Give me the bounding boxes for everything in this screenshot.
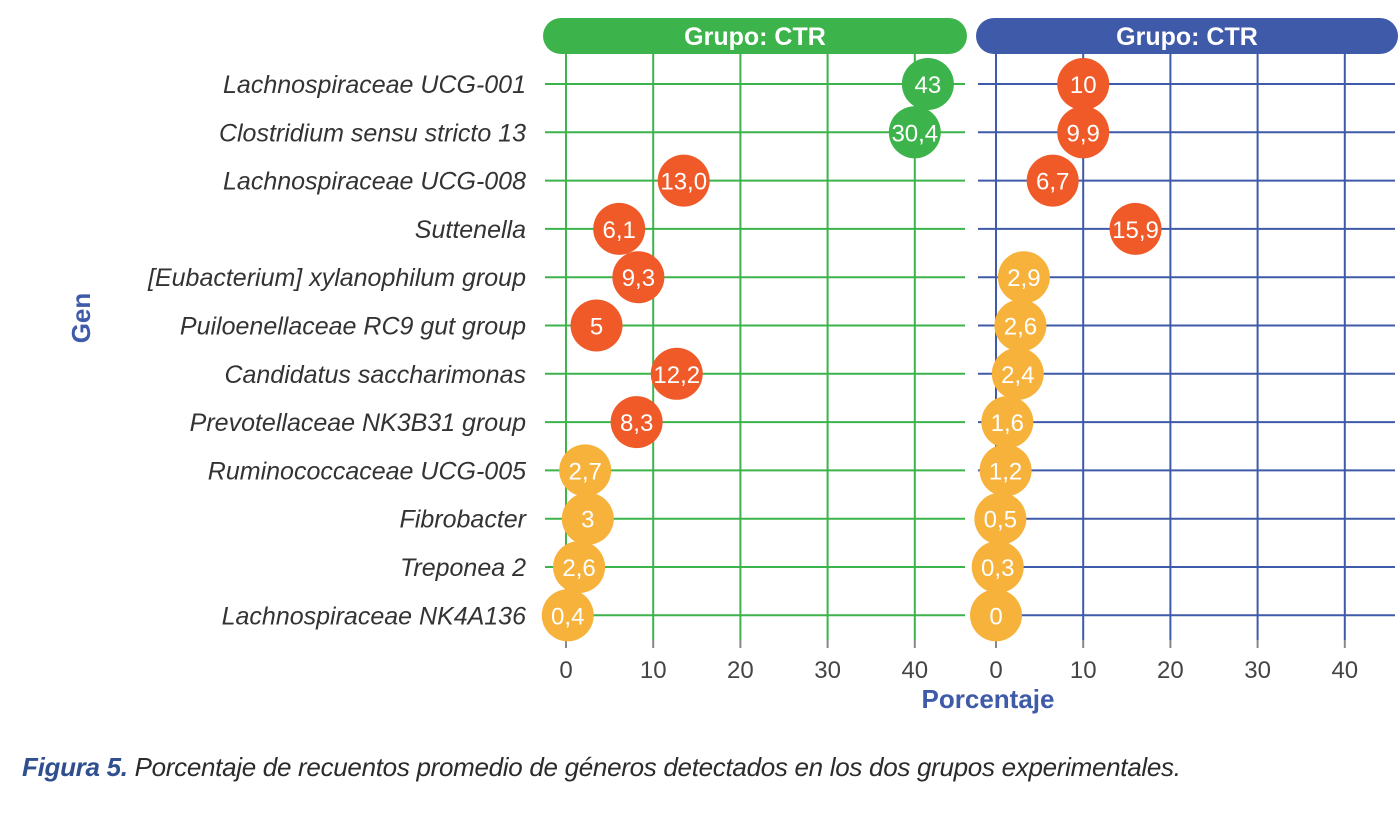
data-label: 0,4 [551, 603, 584, 630]
data-point [657, 154, 710, 207]
data-point [981, 396, 1034, 449]
data-point [997, 251, 1050, 304]
x-tick-label: 30 [1244, 657, 1271, 684]
data-label: 3 [581, 507, 594, 534]
data-label: 10 [1070, 72, 1097, 99]
category-label: [Eubacterium] xylanophilum group [147, 264, 526, 292]
x-tick-label: 0 [989, 657, 1002, 684]
dot-plot-chart: Gen Porcentaje Lachnospiraceae UCG-001Cl… [66, 18, 1398, 714]
data-point [570, 299, 623, 352]
data-label: 1,2 [989, 458, 1022, 485]
category-label: Lachnospiraceae UCG-001 [223, 71, 526, 99]
data-point [971, 541, 1024, 593]
category-label: Lachnospiraceae NK4A136 [222, 602, 526, 630]
category-label: Ruminococcaceae UCG-005 [208, 457, 526, 485]
y-axis-label: Gen [66, 293, 96, 344]
data-label: 1,6 [991, 410, 1024, 437]
x-tick-label: 10 [640, 657, 667, 684]
panel-2: Grupo: CTR 0 10 20 30 40 10 9,9 6,7 15,9 2,9 2,6 2,4… [970, 18, 1398, 684]
category-label: Suttenella [415, 216, 526, 244]
category-label: Candidatus saccharimonas [224, 361, 526, 389]
category-label: Clostridium sensu stricto 13 [219, 119, 526, 147]
data-label: 6,1 [603, 217, 636, 244]
data-point [979, 444, 1032, 497]
data-label: 2,9 [1007, 265, 1040, 292]
x-axis-label: Porcentaje [922, 684, 1055, 714]
data-point [541, 589, 594, 642]
data-point [991, 347, 1044, 400]
data-point [612, 251, 665, 304]
data-point [593, 202, 646, 255]
data-point [1057, 58, 1110, 110]
x-tick-label: 20 [1157, 657, 1184, 684]
data-label: 6,7 [1036, 169, 1069, 196]
panel-title: Grupo: CTR [1116, 23, 1258, 51]
category-label: Prevotellaceae NK3B31 group [190, 409, 526, 437]
data-label: 43 [915, 72, 942, 99]
data-label: 9,3 [622, 265, 655, 292]
category-label: Treponea 2 [400, 554, 526, 582]
x-tick-label: 20 [727, 657, 754, 684]
data-label: 12,2 [653, 362, 700, 389]
data-point [1109, 202, 1162, 255]
data-point [650, 347, 703, 400]
data-label: 15,9 [1112, 217, 1159, 244]
category-label: Lachnospiraceae UCG-008 [223, 168, 526, 196]
data-point [901, 58, 954, 110]
data-point [888, 106, 941, 159]
data-label: 0,3 [981, 555, 1014, 582]
data-label: 5 [590, 314, 603, 341]
x-tick-label: 0 [559, 657, 572, 684]
category-label: Fibrobacter [400, 506, 528, 534]
data-point [553, 541, 606, 593]
data-label: 9,9 [1067, 120, 1100, 147]
data-label: 0 [989, 603, 1002, 630]
panel-title: Grupo: CTR [684, 23, 826, 51]
data-label: 30,4 [891, 120, 938, 147]
data-label: 13,0 [660, 169, 707, 196]
data-point [561, 492, 614, 545]
data-point [1057, 106, 1110, 159]
data-point [994, 299, 1047, 352]
x-tick-label: 40 [1331, 657, 1358, 684]
data-label: 2,7 [568, 458, 601, 485]
data-point [1026, 154, 1079, 207]
data-label: 2,6 [562, 555, 595, 582]
data-point [970, 589, 1022, 642]
data-point [974, 492, 1027, 545]
caption-text: Porcentaje de recuentos promedio de géne… [127, 752, 1181, 782]
data-point [610, 396, 663, 449]
category-label: Puiloenellaceae RC9 gut group [180, 313, 526, 341]
data-point [559, 444, 612, 497]
x-tick-label: 40 [901, 657, 928, 684]
x-tick-label: 10 [1070, 657, 1097, 684]
panel-header [976, 18, 1398, 54]
data-label: 8,3 [620, 410, 653, 437]
data-label: 2,4 [1001, 362, 1034, 389]
x-tick-label: 30 [814, 657, 841, 684]
panel-header [543, 18, 967, 54]
figure-caption: Figura 5. Porcentaje de recuentos promed… [22, 752, 1181, 783]
data-label: 2,6 [1004, 314, 1037, 341]
data-label: 0,5 [984, 507, 1017, 534]
caption-label: Figura 5. [22, 752, 128, 782]
